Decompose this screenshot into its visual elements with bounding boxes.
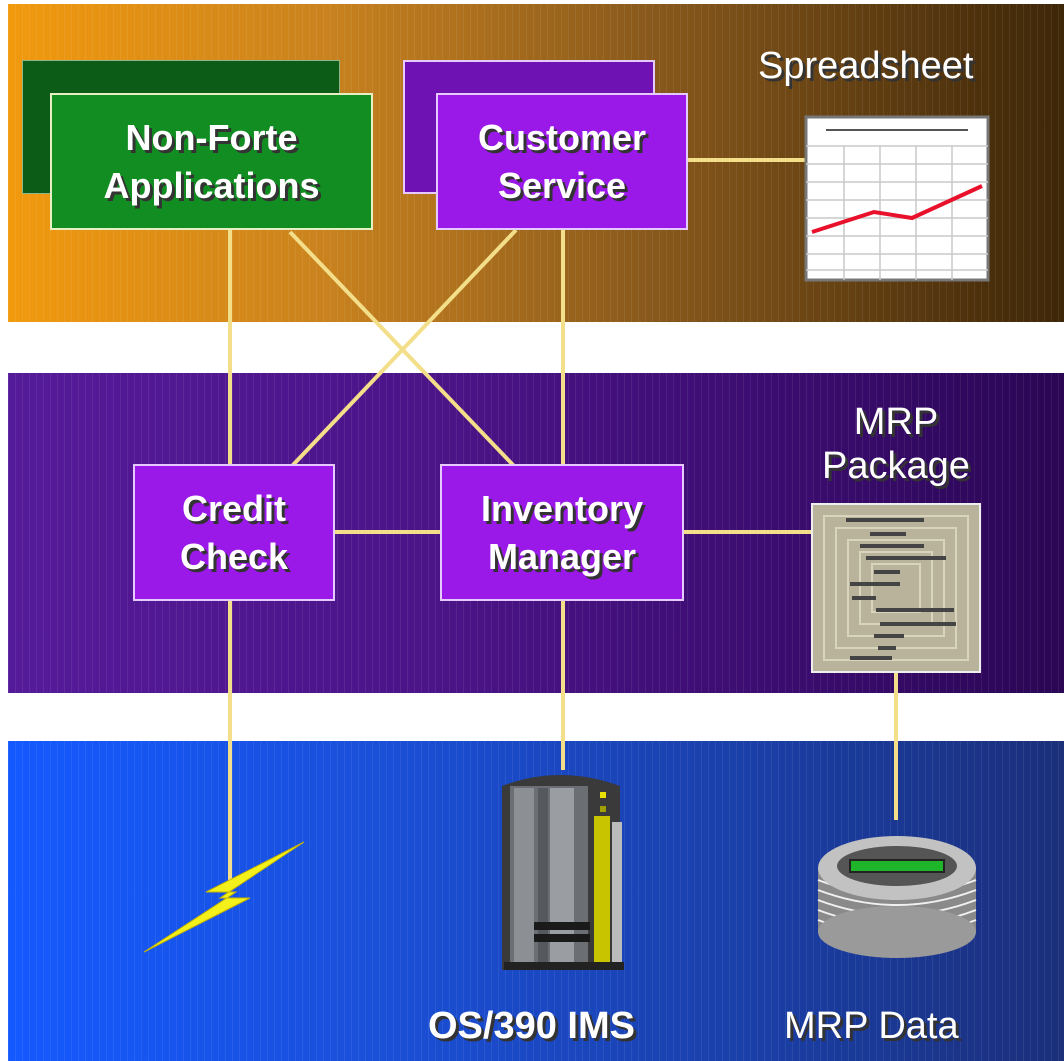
disk-stack-icon (817, 836, 977, 958)
link-customer-credit (290, 228, 518, 468)
mrp-data-label: MRP Data (784, 1005, 959, 1047)
mrp-package-label: MRP Package (800, 400, 992, 488)
lightning-icon (143, 841, 305, 953)
customer-service-line2: Service (497, 164, 627, 206)
spreadsheet-icon (804, 115, 990, 282)
credit-check-box: Credit Check (133, 464, 335, 601)
customer-service-line1: Customer (477, 116, 647, 158)
os390-ims-label: OS/390 IMS (428, 1005, 635, 1047)
mrp-package-label-line1: MRP (853, 401, 939, 443)
inventory-manager-line1: Inventory (480, 487, 644, 529)
mainframe-server-icon (502, 775, 624, 970)
mrp-package-icon (811, 503, 981, 673)
non-forte-line2: Applications (103, 164, 320, 206)
non-forte-line1: Non-Forte (125, 116, 298, 158)
credit-check-line2: Check (179, 535, 289, 577)
spreadsheet-label: Spreadsheet (758, 45, 974, 87)
mrp-package-label-line2: Package (822, 445, 970, 487)
non-forte-applications-box: Non-Forte Applications (50, 93, 373, 230)
customer-service-box: Customer Service (436, 93, 688, 230)
inventory-manager-box: Inventory Manager (440, 464, 684, 601)
inventory-manager-line2: Manager (487, 535, 637, 577)
credit-check-line1: Credit (181, 487, 286, 529)
